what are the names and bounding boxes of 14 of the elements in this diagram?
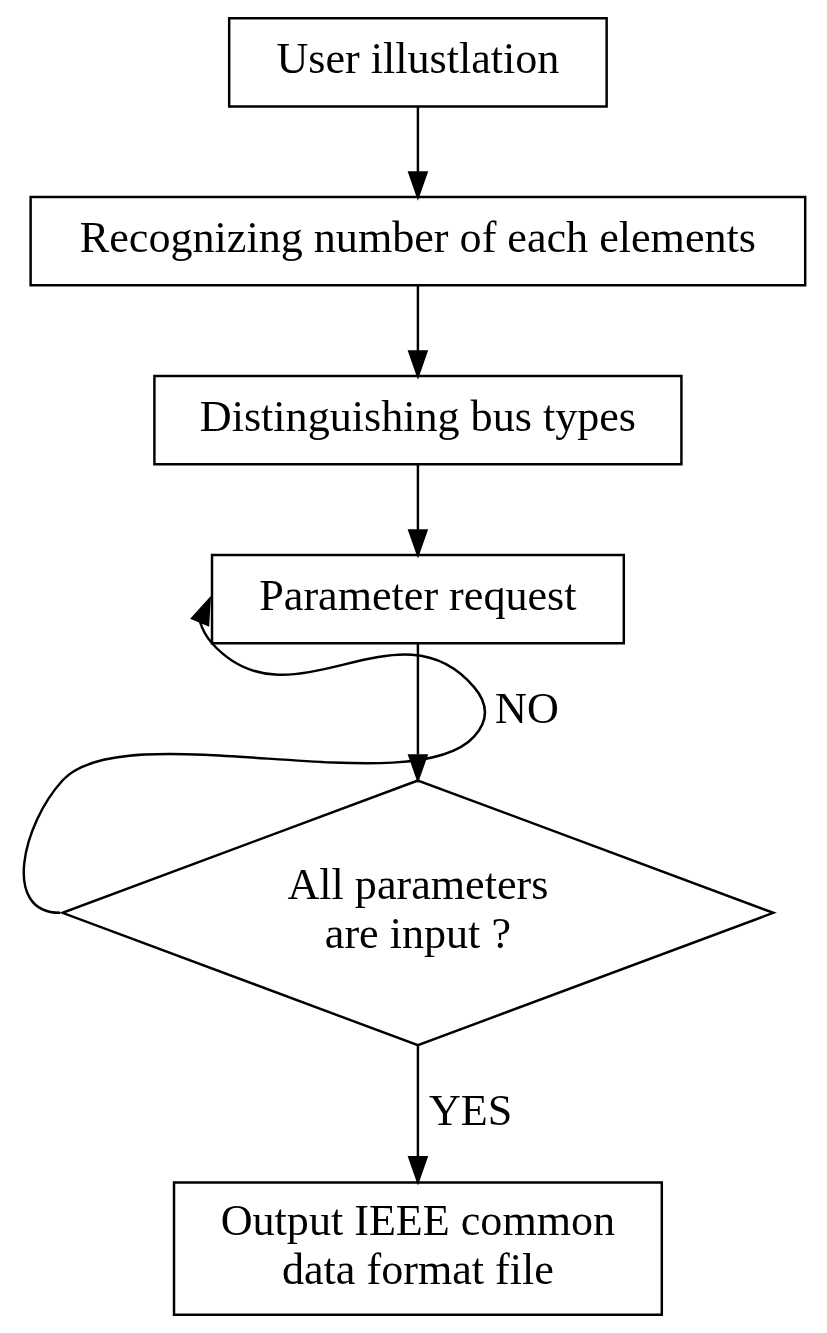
arrow bbox=[22, 595, 486, 915]
node-box: Parameter request bbox=[210, 553, 625, 645]
node-diamond: All parameters are input ? bbox=[58, 779, 777, 1047]
arrow bbox=[407, 643, 428, 784]
arrow bbox=[407, 1046, 428, 1186]
edge-label: NO bbox=[494, 683, 559, 733]
arrow bbox=[407, 285, 428, 380]
node-box: Distinguishing bus types bbox=[152, 374, 683, 466]
edge-label: YES bbox=[428, 1085, 512, 1135]
node-box: Recognizing number of each elements bbox=[28, 195, 806, 287]
node-box: User illustlation bbox=[227, 16, 608, 108]
arrow bbox=[407, 106, 428, 201]
node-box: Output IEEE common data format file bbox=[172, 1181, 663, 1317]
arrow bbox=[407, 464, 428, 559]
